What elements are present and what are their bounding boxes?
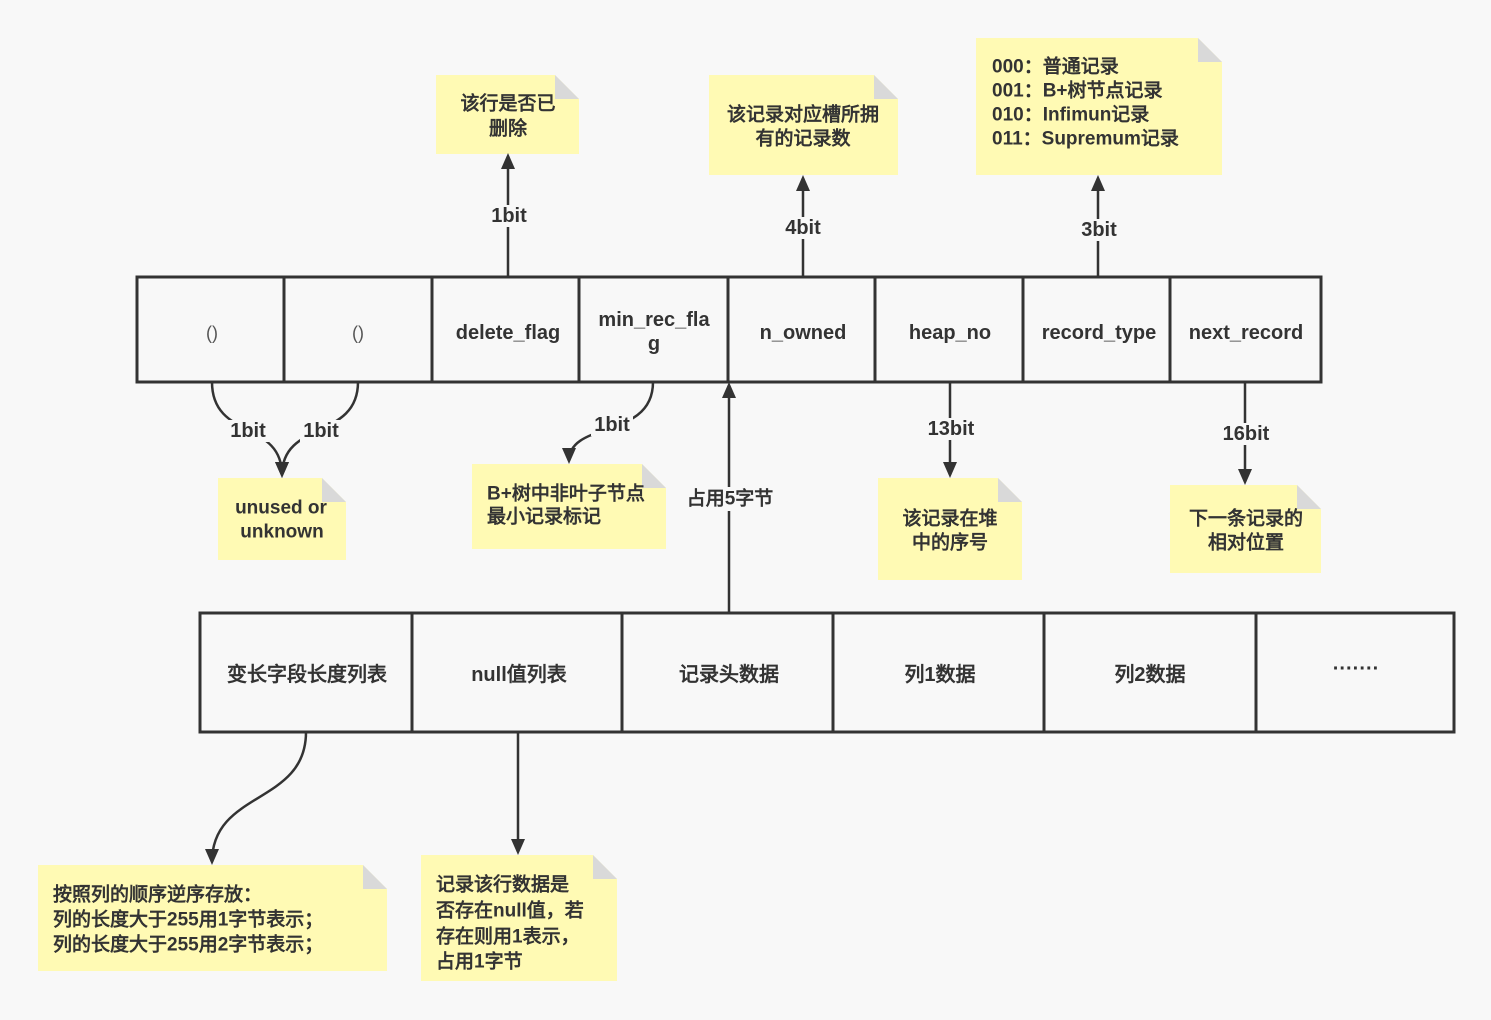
note-line: B+树中非叶子节点 [487, 482, 645, 505]
field-label: next_record [1189, 322, 1304, 344]
cell-label: 变长字段长度列表 [227, 662, 388, 686]
sticky-note [436, 75, 579, 154]
note-line: 列的长度大于255用1字节表示； [53, 908, 323, 931]
cell-label: 记录头数据 [679, 662, 779, 686]
cell-box [1254, 611, 1456, 734]
note-line: 最小记录标记 [487, 506, 601, 528]
note-fold-corner [322, 478, 346, 502]
note-line: 否存在null值，若 [435, 899, 584, 922]
bit-label-reserved-2: 1bit [303, 420, 339, 442]
note-line: 该记录在堆 [902, 507, 997, 530]
note-line: 有的记录数 [755, 127, 851, 150]
cell-variable-length-list: 变长字段长度列表 [198, 611, 414, 734]
note-line: 下一条记录的 [1189, 507, 1303, 530]
field-label: heap_no [909, 322, 991, 344]
note-line: 存在则用1表示， [436, 925, 580, 948]
bit-label-next-record: 16bit [1223, 423, 1270, 445]
note-line: 列的长度大于255用2字节表示； [53, 933, 323, 956]
bit-label-heap-no: 13bit [928, 418, 975, 440]
field-label: n_owned [760, 322, 847, 344]
note-line: 记录该行数据是 [436, 873, 569, 896]
label-background [227, 420, 269, 442]
field-label: delete_flag [456, 322, 560, 344]
sticky-note [1170, 485, 1321, 573]
note-line: 相对位置 [1208, 531, 1284, 554]
note-fold-corner [642, 464, 666, 488]
note-fold-corner [593, 855, 617, 879]
note-record-type: 000：普通记录 001：B+树节点记录 010：Infimun记录 011：S… [976, 38, 1222, 175]
note-line: unused or [235, 498, 327, 519]
note-line: 010：Infimun记录 [992, 104, 1149, 126]
note-line: 占用1字节 [436, 950, 523, 973]
note-fold-corner [1198, 38, 1222, 62]
note-fold-corner [874, 75, 898, 99]
note-line: 该行是否已 [460, 92, 555, 115]
note-fold-corner [555, 75, 579, 99]
field-label: record_type [1042, 322, 1157, 344]
sticky-note [218, 478, 346, 560]
cell-label: null值列表 [471, 662, 568, 686]
label-background [1220, 423, 1272, 445]
field-label-line: min_rec_fla [598, 309, 710, 331]
record-row: 变长字段长度列表 null值列表 记录头数据 列1数据 列2数据 ······· [198, 611, 1456, 734]
bit-label-n-owned: 4bit [785, 217, 821, 239]
note-next-record: 下一条记录的 相对位置 [1170, 485, 1321, 573]
note-line: 001：B+树节点记录 [992, 79, 1163, 102]
note-fold-corner [363, 865, 387, 889]
sticky-note [421, 855, 617, 981]
label-background [591, 414, 633, 436]
note-n-owned: 该记录对应槽所拥 有的记录数 [709, 75, 898, 175]
note-reserved-bits: unused or unknown [218, 478, 346, 560]
label-background [488, 205, 530, 227]
field-label: () [206, 323, 218, 343]
note-fold-corner [1297, 485, 1321, 509]
field-label-line: g [648, 333, 660, 355]
connector-labels: 1bit 4bit 3bit 1bit 1bit 1bit 13bit 16bi… [227, 205, 1272, 511]
note-variable-length-list: 按照列的顺序逆序存放： 列的长度大于255用1字节表示； 列的长度大于255用2… [38, 865, 387, 971]
arrow-variable-length-list-to-note [205, 731, 308, 865]
record-header-row: () () delete_flag min_rec_fla g n_owned … [135, 275, 1323, 384]
header-size-label: 占用5字节 [687, 487, 774, 510]
sticky-note [709, 75, 898, 175]
note-line: 011：Supremum记录 [992, 128, 1179, 150]
note-heap-no: 该记录在堆 中的序号 [878, 478, 1022, 580]
note-min-rec-flag: B+树中非叶子节点 最小记录标记 [472, 464, 666, 549]
label-background [925, 418, 977, 440]
note-fold-corner [998, 478, 1022, 502]
note-line: 000：普通记录 [992, 55, 1119, 78]
sticky-note [976, 38, 1222, 175]
bit-label-record-type: 3bit [1081, 219, 1117, 241]
note-line: 该记录对应槽所拥 [727, 103, 879, 126]
bit-label-delete-flag: 1bit [491, 205, 527, 227]
cell-more-columns: ······· [1254, 611, 1456, 734]
label-background [1078, 219, 1120, 241]
label-background [300, 420, 342, 442]
note-line: 删除 [489, 117, 528, 140]
sticky-note [38, 865, 387, 971]
note-line: 中的序号 [912, 531, 988, 554]
bit-label-reserved-1: 1bit [230, 420, 266, 442]
cell-label: 列2数据 [1114, 662, 1185, 686]
note-line: 按照列的顺序逆序存放： [53, 883, 262, 906]
label-background [782, 217, 824, 239]
field-label: () [352, 323, 364, 343]
note-null-list: 记录该行数据是 否存在null值，若 存在则用1表示， 占用1字节 [421, 855, 617, 981]
note-line: unknown [240, 522, 323, 543]
cell-label: 列1数据 [904, 662, 975, 686]
label-background [680, 487, 780, 511]
sticky-note [878, 478, 1022, 580]
note-delete-flag: 该行是否已 删除 [436, 75, 579, 154]
ellipsis-label: ······· [1333, 658, 1380, 680]
sticky-note [472, 464, 666, 549]
bit-label-min-rec-flag: 1bit [594, 414, 630, 436]
